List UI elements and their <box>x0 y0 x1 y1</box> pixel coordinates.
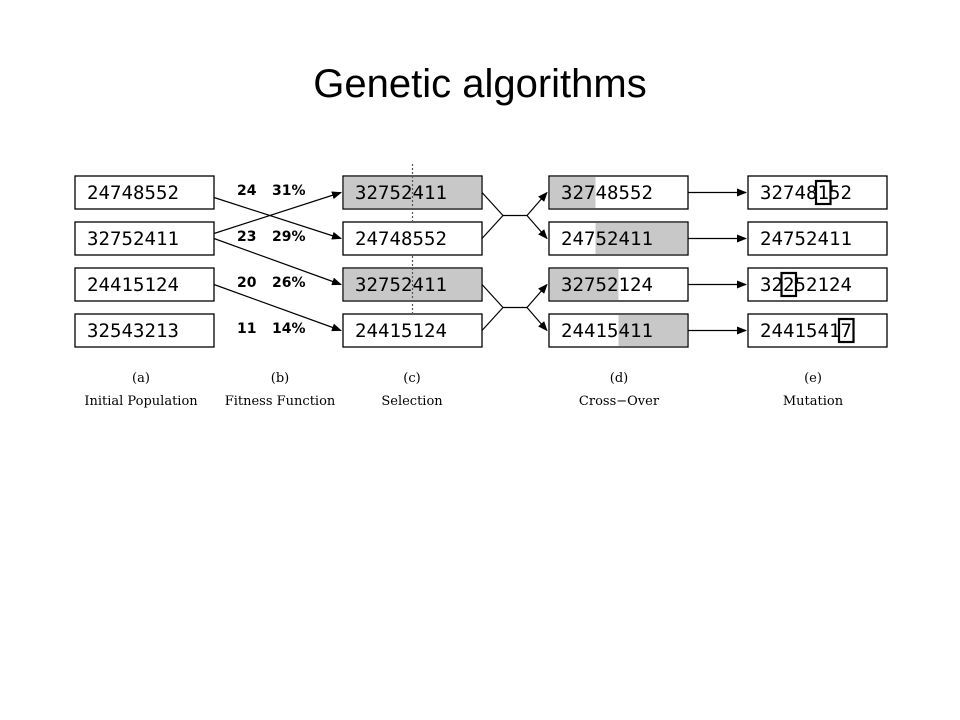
shaded-segment <box>595 223 687 254</box>
selection-arrow <box>213 237 342 286</box>
chromosome-value: 24415124 <box>87 274 179 296</box>
chromosome-value: 24752411 <box>760 228 852 250</box>
mutated-gene-marker <box>814 179 832 206</box>
selected-chromosome: 24748552 <box>342 221 483 256</box>
column-letter: (d) <box>610 371 628 386</box>
offspring-chromosome: 32748552 <box>548 175 689 210</box>
fitness-percent: 26% <box>272 275 306 291</box>
shaded-segment <box>618 315 687 346</box>
selection-arrow <box>213 283 342 332</box>
chromosome-value: 24748552 <box>87 182 179 204</box>
chromosome-value: 24415124 <box>355 320 447 342</box>
column-letter: (e) <box>804 371 822 386</box>
fitness-percent: 29% <box>272 229 306 245</box>
mutated-chromosome: 24415417 <box>747 313 888 348</box>
offspring-chromosome: 32752124 <box>548 267 689 302</box>
fitness-percent: 14% <box>272 321 306 337</box>
fitness-score: 24 <box>237 183 257 199</box>
chromosome-box <box>74 313 215 348</box>
chromosome-value: 24748552 <box>355 228 447 250</box>
initial-chromosome: 32752411 <box>74 221 215 256</box>
selected-chromosome: 32752411 <box>342 164 483 221</box>
column-caption: Fitness Function <box>225 394 336 409</box>
mutated-chromosome: 32252124 <box>747 267 888 302</box>
chromosome-value: 24752411 <box>561 228 653 250</box>
selected-chromosome: 32752411 <box>342 256 483 313</box>
mutated-chromosome: 24752411 <box>747 221 888 256</box>
offspring-chromosome: 24752411 <box>548 221 689 256</box>
chromosome-value: 24415417 <box>760 320 852 342</box>
chromosome-value: 32752124 <box>561 274 653 296</box>
chromosome-box <box>74 267 215 302</box>
fitness-score: 20 <box>237 275 257 291</box>
chromosome-value: 32752411 <box>355 274 447 296</box>
chromosome-box <box>342 221 483 256</box>
column-caption: Mutation <box>783 394 844 409</box>
initial-chromosome: 24415124 <box>74 267 215 302</box>
column-caption: Cross−Over <box>579 394 660 409</box>
selected-chromosome: 24415124 <box>342 313 483 348</box>
slide-title: Genetic algorithms <box>313 62 647 106</box>
mutated-chromosome: 32748152 <box>747 175 888 210</box>
column-caption: Selection <box>381 394 443 409</box>
mutated-gene-marker <box>837 317 855 344</box>
shaded-segment <box>550 177 596 208</box>
chromosome-box <box>74 221 215 256</box>
chromosome-box <box>342 313 483 348</box>
shaded-segment <box>550 269 619 300</box>
initial-chromosome: 24748552 <box>74 175 215 210</box>
chromosome-box <box>74 175 215 210</box>
chromosome-box <box>747 313 888 348</box>
column-letter: (a) <box>132 371 150 386</box>
chromosome-value: 32252124 <box>760 274 852 296</box>
chromosome-value: 32748552 <box>561 182 653 204</box>
fitness-percent: 31% <box>272 183 306 199</box>
chromosome-value: 32543213 <box>87 320 179 342</box>
column-letter: (c) <box>403 371 420 386</box>
chromosome-box <box>747 221 888 256</box>
crossover-connector <box>481 283 548 332</box>
chromosome-value: 32752411 <box>355 182 447 204</box>
selection-arrow <box>213 196 342 240</box>
chromosome-value: 24415411 <box>561 320 653 342</box>
mutated-gene-marker <box>780 271 798 298</box>
chromosome-value: 32748152 <box>760 182 852 204</box>
initial-chromosome: 32543213 <box>74 313 215 348</box>
chromosome-value: 32752411 <box>87 228 179 250</box>
selection-arrow <box>213 191 342 235</box>
offspring-chromosome: 24415411 <box>548 313 689 348</box>
fitness-score: 23 <box>237 229 256 245</box>
crossover-connector <box>481 191 548 240</box>
column-caption: Initial Population <box>84 394 198 409</box>
column-letter: (b) <box>271 371 289 386</box>
fitness-score: 11 <box>237 321 256 337</box>
chromosome-box <box>747 267 888 302</box>
